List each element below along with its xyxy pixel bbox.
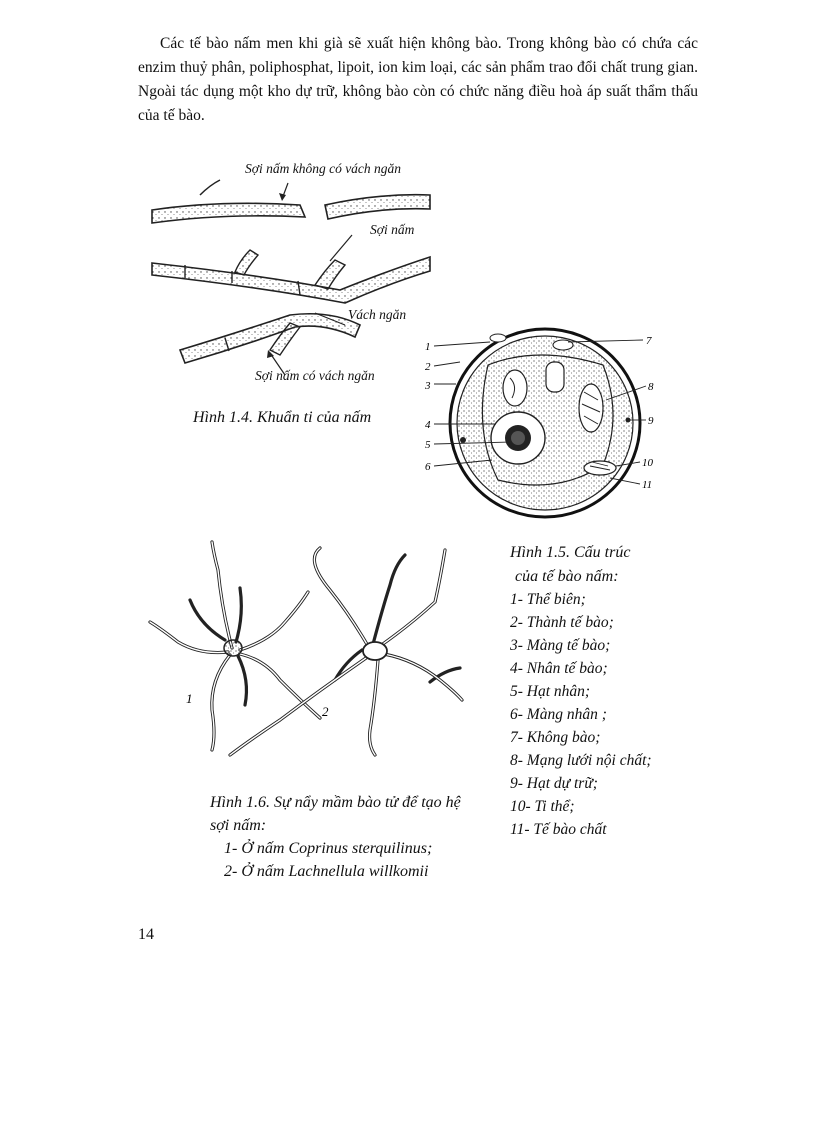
cell-label-6: 6 [425,461,431,473]
cell-label-2: 2 [425,361,431,373]
cell-label-7: 7 [646,335,652,347]
figure-1-6-caption-line2: sợi nấm: [210,814,266,837]
cell-label-9: 9 [648,415,654,427]
organism-label-1: 1 [186,691,193,706]
figure-1-5-caption-line1: Hình 1.5. Cấu trúc [510,541,630,564]
cell-label-5: 5 [425,439,431,451]
figure-1-6-caption-line4: 2- Ở nấm Lachnellula willkomii [224,860,428,883]
legend-item: 3- Màng tế bào; [510,634,652,657]
figure-1-6-caption-line1: Hình 1.6. Sự nẩy mầm bào tử để tạo hệ [210,791,461,814]
label-septum: Vách ngăn [348,307,406,323]
cell-label-8: 8 [648,381,654,393]
body-paragraph: Các tế bào nấm men khi già sẽ xuất hiện … [138,32,698,128]
figure-1-6-caption-line3: 1- Ở nấm Coprinus sterquilinus; [224,837,432,860]
page-number: 14 [138,926,154,944]
legend-item: 1- Thể biên; [510,588,652,611]
legend-item: 8- Mạng lưới nội chất; [510,749,652,772]
legend-item: 5- Hạt nhân; [510,680,652,703]
cell-label-3: 3 [424,380,431,392]
figure-1-4-caption: Hình 1.4. Khuẩn ti của nấm [193,406,371,429]
legend-item: 10- Ti thể; [510,795,652,818]
figure-hyphae [140,175,440,395]
label-aseptate-hypha: Sợi nấm không có vách ngăn [245,161,401,177]
cell-label-4: 4 [425,419,431,431]
legend-item: 2- Thành tế bào; [510,611,652,634]
figure-1-5-caption-line2: của tế bào nấm: [515,565,619,588]
legend-item: 6- Màng nhân ; [510,703,652,726]
label-septate-hypha: Sợi nấm có vách ngăn [255,368,375,384]
legend-item: 4- Nhân tế bào; [510,657,652,680]
legend-item: 9- Hạt dự trữ; [510,772,652,795]
figure-1-5-legend: 1- Thể biên; 2- Thành tế bào; 3- Màng tế… [510,588,652,841]
cell-label-1: 1 [425,341,431,353]
cell-label-10: 10 [642,457,654,469]
figure-spore-germination: 1 2 [140,530,480,770]
legend-item: 11- Tế bào chất [510,818,652,841]
organism-label-2: 2 [322,704,329,719]
figure-cell-numbers: 1 2 3 4 5 6 7 8 9 10 11 [418,320,668,530]
cell-label-11: 11 [642,479,652,491]
label-hypha: Sợi nấm [370,222,414,238]
legend-item: 7- Không bào; [510,726,652,749]
